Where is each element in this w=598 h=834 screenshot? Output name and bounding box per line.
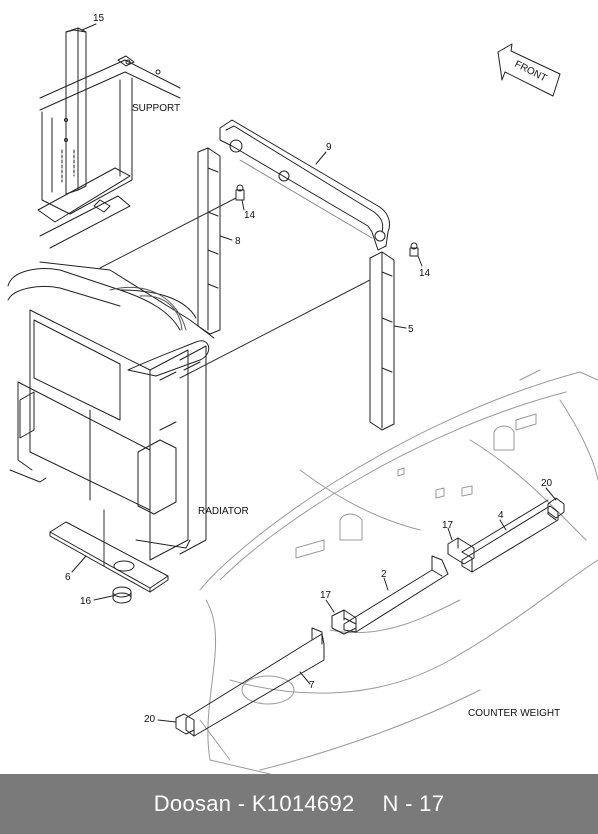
support-frame (37, 27, 181, 249)
callout-17-right: 17 (442, 520, 454, 531)
callout-7: 7 (309, 680, 315, 691)
callout-20-left: 20 (144, 714, 156, 725)
pad-part-17-right (447, 537, 475, 565)
callout-20-right: 20 (541, 478, 553, 489)
footer-page: N - 17 (382, 791, 445, 816)
bolt-14-right (409, 242, 419, 257)
front-arrow-icon (497, 43, 561, 97)
bolt-14-left (235, 184, 245, 201)
seal-part-9 (219, 119, 391, 251)
pad-part-2 (343, 555, 449, 633)
callout-6: 6 (65, 572, 71, 583)
pad-part-17-left (331, 609, 357, 635)
footer-part-number: K1014692 (251, 791, 355, 816)
grommet-part-16 (112, 586, 132, 604)
front-label: FRONT (513, 59, 549, 84)
callout-5: 5 (408, 324, 414, 335)
footer-brand: Doosan (153, 791, 232, 816)
radiator-label: RADIATOR (198, 506, 249, 517)
parts-diagram: SUPPORT RADIATOR COUNTER WEIGHT FRONT 15… (7, 13, 598, 775)
seal-part-5 (369, 251, 395, 431)
callout-2: 2 (381, 569, 387, 580)
support-label: SUPPORT (132, 103, 180, 114)
counter-weight (199, 369, 598, 775)
callout-16: 16 (80, 596, 92, 607)
footer-bar: Doosan - K1014692 N - 17 (0, 774, 598, 834)
callout-15: 15 (93, 13, 105, 24)
pad-part-20-right (547, 497, 565, 519)
radiator-assembly (7, 261, 215, 561)
counter-weight-label: COUNTER WEIGHT (468, 708, 560, 719)
callout-14-left: 14 (244, 210, 256, 221)
pad-part-20-left (175, 713, 195, 735)
seal-part-8 (197, 147, 221, 335)
callout-17-left: 17 (320, 590, 332, 601)
callout-4: 4 (498, 510, 504, 521)
callout-9: 9 (326, 142, 332, 153)
pad-part-7 (185, 627, 325, 737)
plate-part-6 (49, 509, 169, 593)
callout-8: 8 (235, 236, 241, 247)
callout-14-right: 14 (419, 268, 431, 279)
pad-part-4 (461, 499, 559, 573)
